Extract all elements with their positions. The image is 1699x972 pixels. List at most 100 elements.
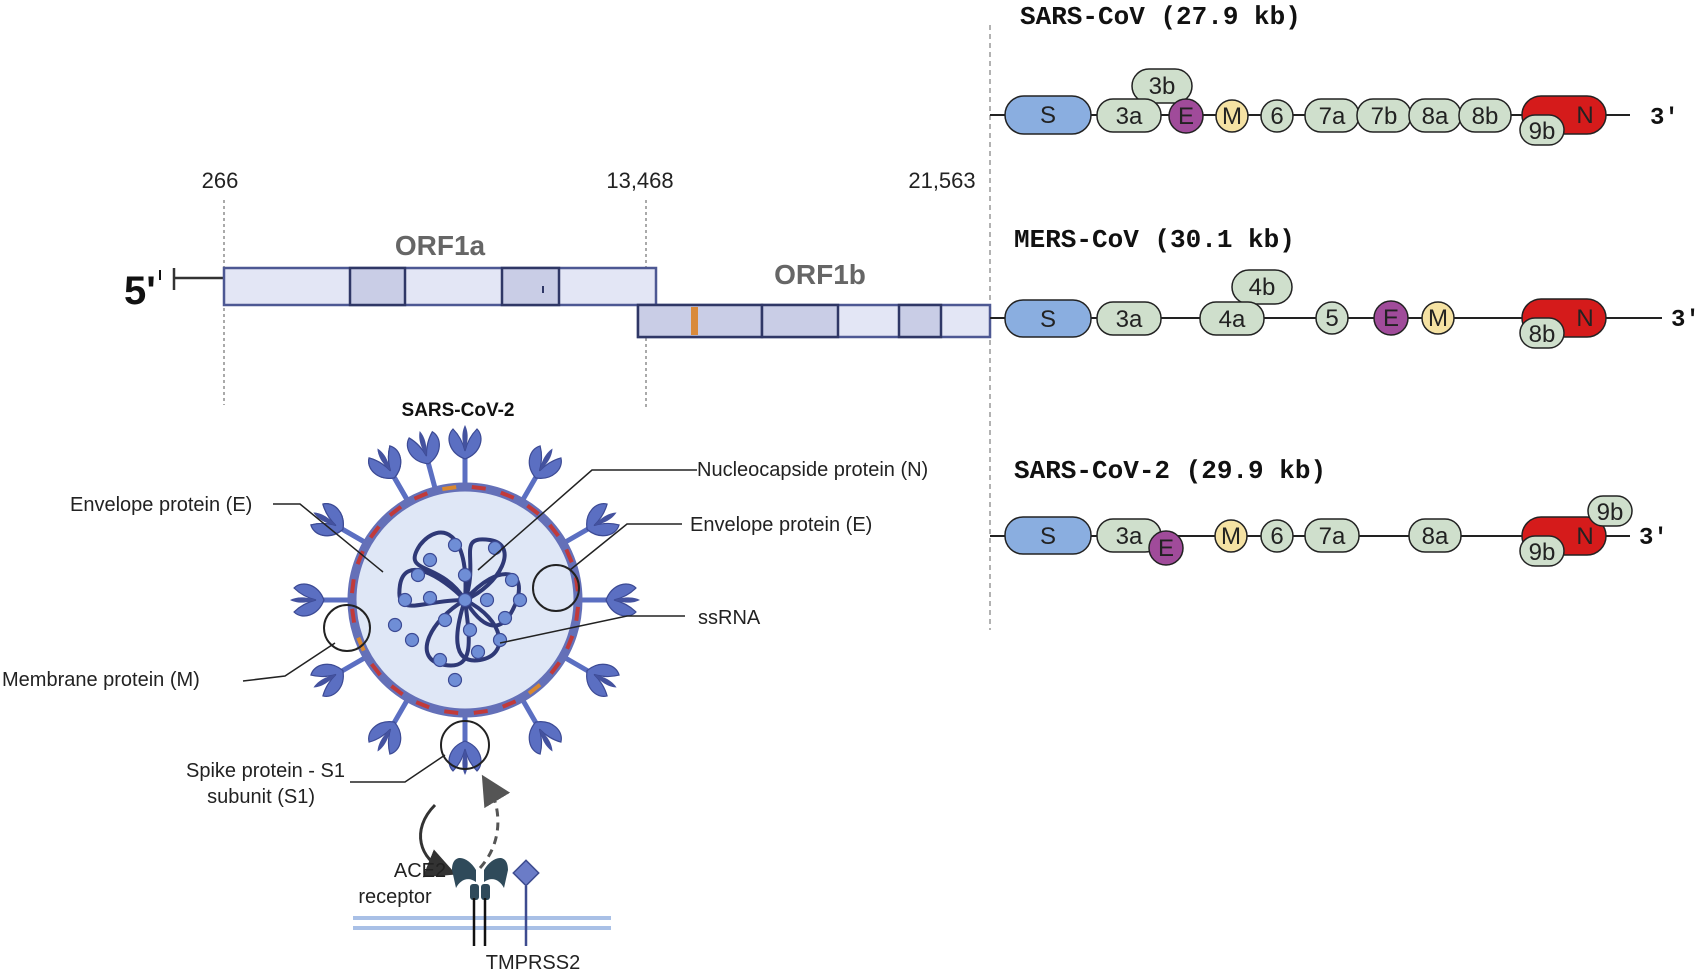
label-spike-line1: Spike protein - S1 xyxy=(186,760,345,782)
nucleocapsid-dot xyxy=(504,572,520,588)
nucleocapsid-dot xyxy=(410,567,426,583)
highlight-circle-envelope xyxy=(532,564,580,612)
label-ssrna: ssRNA xyxy=(698,607,761,629)
gene-label: 7a xyxy=(1319,523,1346,550)
position-13468: 13,468 xyxy=(606,168,673,193)
membrane-protein-mark xyxy=(350,608,357,623)
gene-label: 9b xyxy=(1597,499,1624,526)
gene-E xyxy=(1148,530,1184,566)
gene-label: 9b xyxy=(1529,539,1556,566)
gene-E xyxy=(1168,98,1204,134)
leader-lines xyxy=(242,469,697,783)
spike-protein xyxy=(561,654,620,697)
gene-label: 9b xyxy=(1529,118,1556,145)
gene-M xyxy=(1215,99,1249,133)
membrane-protein-mark xyxy=(548,523,560,538)
membrane-protein-mark xyxy=(473,708,488,715)
membrane-protein-mark xyxy=(574,606,580,621)
genome-title: SARS-CoV (27.9 kb) xyxy=(1020,2,1301,32)
gene-label: 3b xyxy=(1149,73,1176,100)
gene-label: 6 xyxy=(1270,523,1283,550)
nucleocapsid-dot xyxy=(457,592,473,608)
gene-label: E xyxy=(1383,305,1399,332)
gene-6 xyxy=(1260,99,1294,133)
gene-8b xyxy=(1458,98,1512,133)
orf-genome-map: 266 13,468 21,563 5' ORF1a ORF1b SARS-Co… xyxy=(124,168,992,421)
spike-proteins xyxy=(290,425,640,775)
membrane-protein-mark xyxy=(368,525,381,539)
membrane-protein-mark xyxy=(500,490,515,500)
nucleocapsid-dot xyxy=(492,632,508,648)
membrane-protein-mark xyxy=(388,505,403,517)
gene-label: 8b xyxy=(1472,103,1499,130)
label-envelope-left: Envelope protein (E) xyxy=(70,494,252,516)
gene-label: S xyxy=(1040,523,1056,550)
membrane-protein-mark xyxy=(444,709,459,715)
gene-label: S xyxy=(1040,102,1056,129)
membrane-protein-mark xyxy=(527,683,542,695)
three-prime-label: 3' xyxy=(1671,307,1699,334)
nucleocapsid-dot xyxy=(447,537,463,553)
orf1a-domain-2 xyxy=(500,266,561,307)
label-tmprss2: TMPRSS2 xyxy=(486,952,580,972)
label-ace2-line1: ACE2 xyxy=(394,860,446,882)
nucleocapsid-dot xyxy=(457,567,473,583)
gene-label: 8b xyxy=(1529,321,1556,348)
spike-protein xyxy=(310,654,369,697)
nucleocapsid-dot xyxy=(462,622,478,638)
nucleocapsid-dot xyxy=(447,672,463,688)
ace2-receptor xyxy=(452,857,508,946)
membrane-protein-mark xyxy=(526,503,540,516)
gene-9b xyxy=(1519,114,1565,146)
position-266: 266 xyxy=(202,168,239,193)
tmprss2 xyxy=(512,859,540,946)
spike-protein xyxy=(561,503,620,546)
three-prime-label: 3' xyxy=(1650,105,1679,132)
gene-label: 3a xyxy=(1116,103,1143,130)
nucleocapsid-dot xyxy=(432,652,448,668)
gene-label: 8a xyxy=(1422,103,1449,130)
position-21563: 21,563 xyxy=(908,168,975,193)
spike-protein xyxy=(519,445,562,504)
gene-label: 5 xyxy=(1325,305,1338,332)
virion-illustration xyxy=(290,425,640,775)
sars-cov-genome: SARS-CoV (27.9 kb) S 3b 3a E M 6 7a 7b 8… xyxy=(990,2,1679,146)
genome-title: MERS-CoV (30.1 kb) xyxy=(1014,225,1295,255)
gene-6 xyxy=(1260,519,1294,553)
binding-arrow xyxy=(419,803,457,878)
gene-label: E xyxy=(1178,103,1194,130)
highlight-circle-spike xyxy=(440,720,490,770)
orf1a-box xyxy=(222,266,658,307)
membrane-protein-mark xyxy=(501,699,517,709)
envelope-proteins xyxy=(350,485,580,715)
spike-protein xyxy=(368,445,411,504)
nucleocapsid-dot xyxy=(470,644,486,660)
gene-9b xyxy=(1519,535,1565,567)
orf1b-orange-mark xyxy=(691,307,698,335)
spike-protein xyxy=(406,430,440,492)
orf1a-domain-1 xyxy=(348,266,407,307)
nucleocapsid-dot xyxy=(479,592,495,608)
gene-label: 6 xyxy=(1270,103,1283,130)
gene-4b xyxy=(1231,269,1293,305)
gene-M xyxy=(1421,301,1455,335)
spike-protein xyxy=(368,696,411,755)
gene-label: M xyxy=(1221,523,1241,550)
membrane-protein-mark xyxy=(370,662,382,677)
gene-label: M xyxy=(1428,305,1448,332)
gene-label: N xyxy=(1576,102,1593,129)
gene-9b xyxy=(1587,495,1633,527)
membrane-protein-mark xyxy=(549,661,562,675)
highlight-circle-membrane xyxy=(323,604,371,652)
gene-label: 7a xyxy=(1319,103,1346,130)
membrane-protein-mark xyxy=(390,684,404,697)
release-arrow xyxy=(478,774,511,869)
orf1a-label: ORF1a xyxy=(395,230,486,261)
three-prime-label: 3' xyxy=(1639,525,1668,552)
gene-label: E xyxy=(1158,535,1174,562)
gene-S xyxy=(1004,95,1092,135)
label-ace2-line2: receptor xyxy=(358,886,432,908)
orf1b-domain-3 xyxy=(897,303,943,339)
orf1b-domain-1 xyxy=(636,303,764,339)
